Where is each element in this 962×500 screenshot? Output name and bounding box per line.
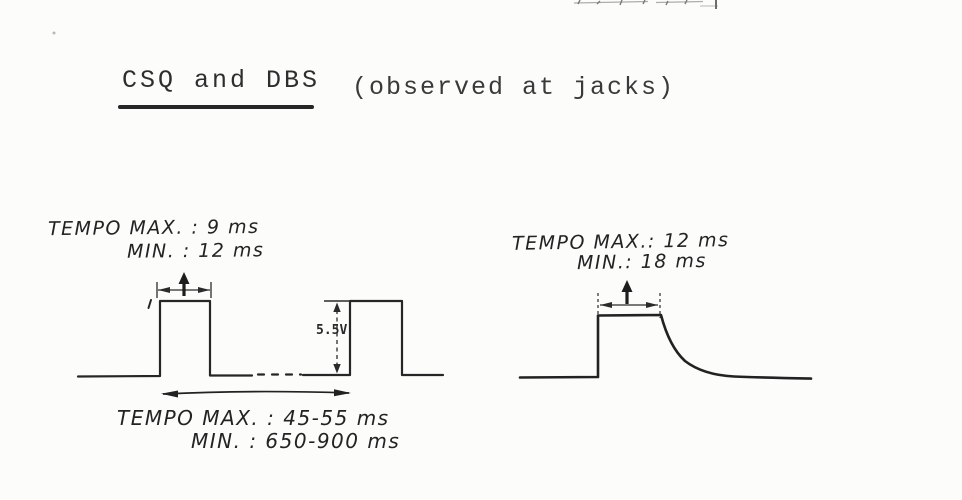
left-pulse-width-dimension [156, 272, 212, 298]
arrowhead-right-icon [198, 287, 210, 293]
right-pulse-width-note-line2: MIN.: 18 ms [576, 249, 708, 275]
amplitude-dimension [324, 300, 349, 374]
up-arrow-icon [178, 272, 190, 296]
left-pulse-width-note-line2: MIN. : 12 ms [126, 239, 265, 263]
arrowhead-right-icon [334, 389, 351, 397]
arrowhead-left-icon [158, 287, 170, 293]
left-waveform-trace [76, 299, 445, 378]
figure-title: CSQ and DBS [122, 66, 321, 95]
arrowhead-up-icon [333, 302, 341, 312]
arrowhead-left-icon [600, 302, 612, 308]
amplitude-label: 5.5V [316, 323, 348, 338]
stray-tick [147, 299, 152, 309]
period-note-line1: TEMPO MAX. : 45-55 ms [117, 406, 390, 430]
right-pulse-width-dimension [597, 280, 661, 318]
period-dimension [161, 389, 351, 398]
arrowhead-right-icon [646, 302, 658, 308]
figure-subtitle: (observed at jacks) [352, 73, 676, 102]
up-arrow-icon [621, 280, 633, 304]
period-note-line2: MIN. : 650-900 ms [191, 429, 401, 453]
right-waveform-trace [518, 313, 813, 380]
arrowhead-down-icon [333, 364, 341, 374]
left-pulse-width-note-line1: TEMPO MAX. : 9 ms [47, 215, 260, 241]
scan-speck [52, 31, 56, 35]
title-underline [118, 105, 314, 109]
cropped-text-artifact [573, 0, 718, 9]
arrowhead-left-icon [161, 390, 178, 398]
